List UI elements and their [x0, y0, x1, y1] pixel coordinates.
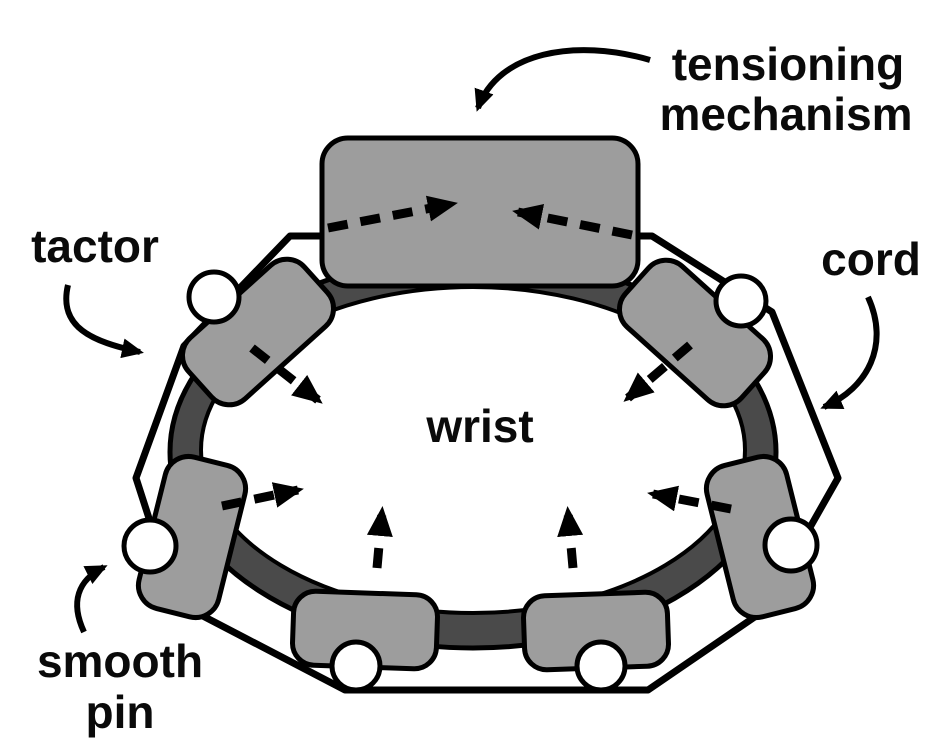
- label-wrist: wrist: [425, 400, 533, 452]
- label-tactor: tactor: [31, 220, 159, 272]
- pointer-arrow-tactor: [63, 284, 144, 359]
- label-cord: cord: [821, 233, 921, 285]
- force-arrow-mechanism-right: [512, 204, 633, 240]
- smooth-pin-left: [121, 517, 179, 575]
- smooth-pin-bottom-left: [329, 639, 383, 693]
- force-arrow-top-right: [623, 341, 693, 402]
- smooth-pin-top-right: [713, 273, 769, 329]
- pointer-arrow-tensioning-mechanism: [474, 47, 651, 112]
- tensioning-mechanism: [319, 135, 641, 289]
- force-arrow-left: [221, 482, 304, 511]
- label-tensioning-line1: tensioning: [672, 38, 905, 90]
- smooth-pin-right: [762, 516, 820, 574]
- label-smooth-pin-line1: smooth: [37, 635, 203, 687]
- pointer-arrow-smooth-pin: [74, 564, 108, 634]
- label-smooth-pin-line2: pin: [86, 686, 155, 738]
- force-arrow-mechanism-left: [327, 195, 458, 233]
- force-arrow-top-left: [249, 344, 323, 404]
- smooth-pin-top-left: [186, 269, 242, 325]
- label-tensioning-line2: mechanism: [659, 88, 912, 140]
- pointer-arrow-cord: [820, 295, 880, 410]
- force-arrow-bottom-right: [557, 506, 584, 569]
- force-arrow-right: [647, 485, 732, 514]
- smooth-pin-bottom-right: [574, 639, 628, 693]
- force-arrow-bottom-left: [366, 506, 393, 569]
